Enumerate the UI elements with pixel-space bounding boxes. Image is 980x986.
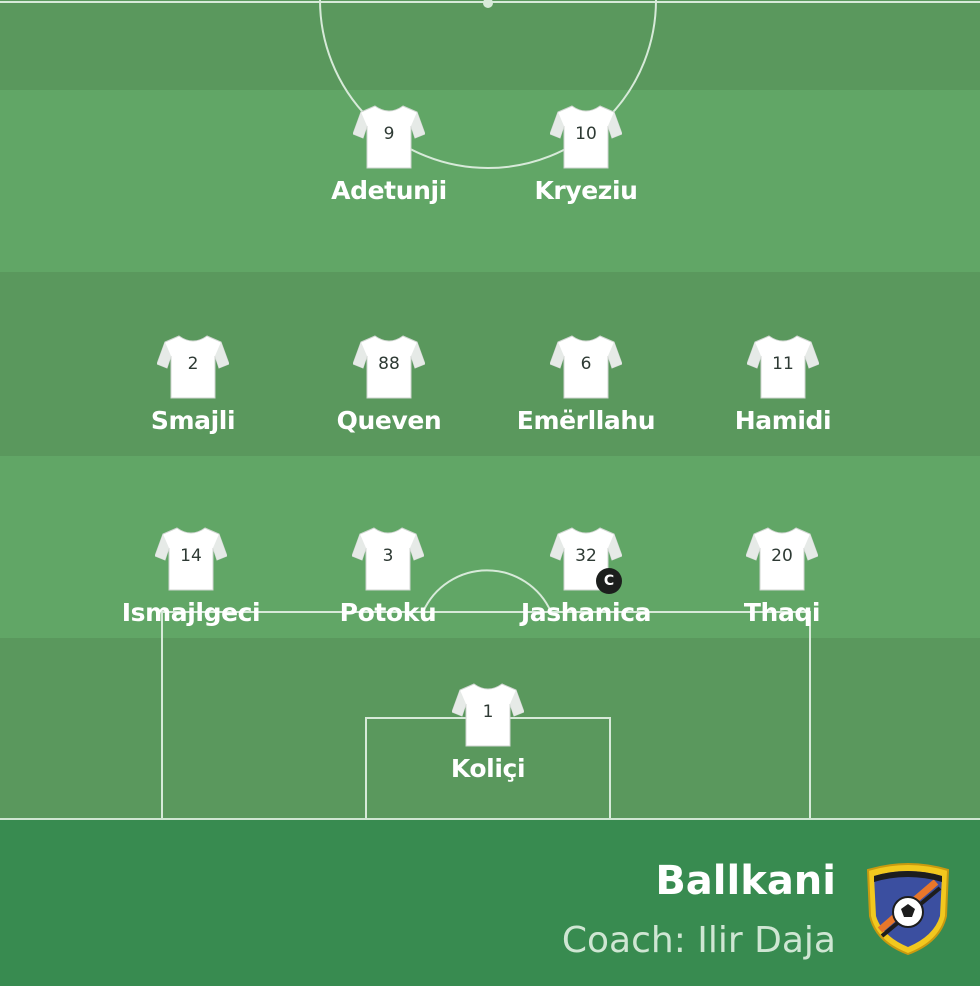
shirt-icon: 1 <box>452 682 524 748</box>
player-card[interactable]: 2 Smajli <box>103 334 283 435</box>
player-card[interactable]: 14 Ismajlgeci <box>101 526 281 627</box>
player-card[interactable]: 88 Queven <box>299 334 479 435</box>
team-footer: Ballkani Coach: Ilir Daja <box>0 818 980 986</box>
player-card[interactable]: 6 Emërllahu <box>496 334 676 435</box>
shirt-number: 1 <box>482 702 494 722</box>
player-name: Potoku <box>339 598 437 627</box>
shirt-number: 32 <box>575 546 597 566</box>
shirt-icon: 6 <box>550 334 622 400</box>
shirt-number: 6 <box>580 354 592 374</box>
player-name: Hamidi <box>734 406 832 435</box>
player-name: Emërllahu <box>516 406 656 435</box>
shirt-icon: 10 <box>550 104 622 170</box>
shirt-number: 10 <box>575 124 597 144</box>
shirt-number: 88 <box>378 354 400 374</box>
penalty-arc <box>422 569 552 613</box>
center-spot <box>483 0 493 8</box>
shirt-icon: 11 <box>747 334 819 400</box>
team-name[interactable]: Ballkani <box>655 858 836 904</box>
player-name: Kryeziu <box>534 176 638 205</box>
shirt-number: 2 <box>187 354 199 374</box>
player-name: Ismajlgeci <box>121 598 261 627</box>
player-card[interactable]: 32 C Jashanica <box>496 526 676 627</box>
captain-badge: C <box>596 568 622 594</box>
shirt-icon: 88 <box>353 334 425 400</box>
player-card[interactable]: 10 Kryeziu <box>496 104 676 205</box>
club-crest-icon[interactable] <box>862 860 954 956</box>
shirt-icon: 20 <box>746 526 818 592</box>
shirt-number: 11 <box>772 354 794 374</box>
pitch-markings <box>0 0 980 818</box>
player-name: Smajli <box>150 406 236 435</box>
shirt-icon: 14 <box>155 526 227 592</box>
shirt-icon: 9 <box>353 104 425 170</box>
shirt-icon: 2 <box>157 334 229 400</box>
pitch-stripe <box>0 0 980 90</box>
player-name: Thaqi <box>743 598 821 627</box>
penalty-area <box>161 611 811 818</box>
player-name: Koliçi <box>450 754 526 783</box>
player-card[interactable]: 20 Thaqi <box>692 526 872 627</box>
player-name: Adetunji <box>331 176 447 205</box>
shirt-icon: 32 C <box>550 526 622 594</box>
shirt-number: 20 <box>771 546 793 566</box>
center-circle <box>319 0 657 169</box>
shirt-number: 9 <box>383 124 395 144</box>
shirt-number: 3 <box>382 546 394 566</box>
player-name: Jashanica <box>520 598 652 627</box>
player-card[interactable]: 3 Potoku <box>298 526 478 627</box>
coach-name: Coach: Ilir Daja <box>561 920 836 961</box>
player-name: Queven <box>336 406 442 435</box>
player-card[interactable]: 11 Hamidi <box>693 334 873 435</box>
pitch-stripe <box>0 90 980 272</box>
player-card[interactable]: 1 Koliçi <box>398 682 578 783</box>
shirt-number: 14 <box>180 546 202 566</box>
player-card[interactable]: 9 Adetunji <box>299 104 479 205</box>
shirt-icon: 3 <box>352 526 424 592</box>
